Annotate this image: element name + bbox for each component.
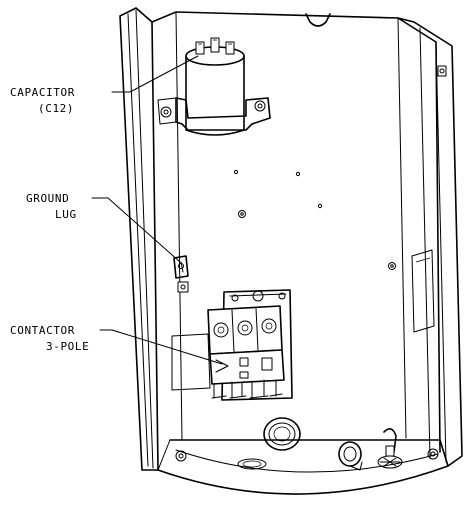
contactor-label-line1: CONTACTOR [10, 324, 75, 337]
ground-clamp [377, 428, 403, 469]
capacitor-label-line2: (C12) [38, 102, 74, 115]
enclosure-base [157, 439, 449, 495]
side-opening [171, 333, 211, 391]
conduit-fitting [263, 417, 301, 451]
ground-lug-label-line2: LUG [55, 208, 77, 221]
left-side-wall [119, 7, 159, 471]
right-side-wall [397, 17, 463, 467]
panel-holes [233, 169, 396, 270]
contactor-label-line2: 3-POLE [46, 340, 89, 353]
back-panel [151, 11, 441, 453]
wire-grommet [338, 441, 363, 471]
ground-lug-label-line1: GROUND [26, 192, 69, 205]
capacitor [157, 37, 271, 136]
ground-lug [173, 255, 189, 293]
leader-lines [91, 55, 223, 365]
contactor [207, 289, 293, 401]
capacitor-label-line1: CAPACITOR [10, 86, 75, 99]
